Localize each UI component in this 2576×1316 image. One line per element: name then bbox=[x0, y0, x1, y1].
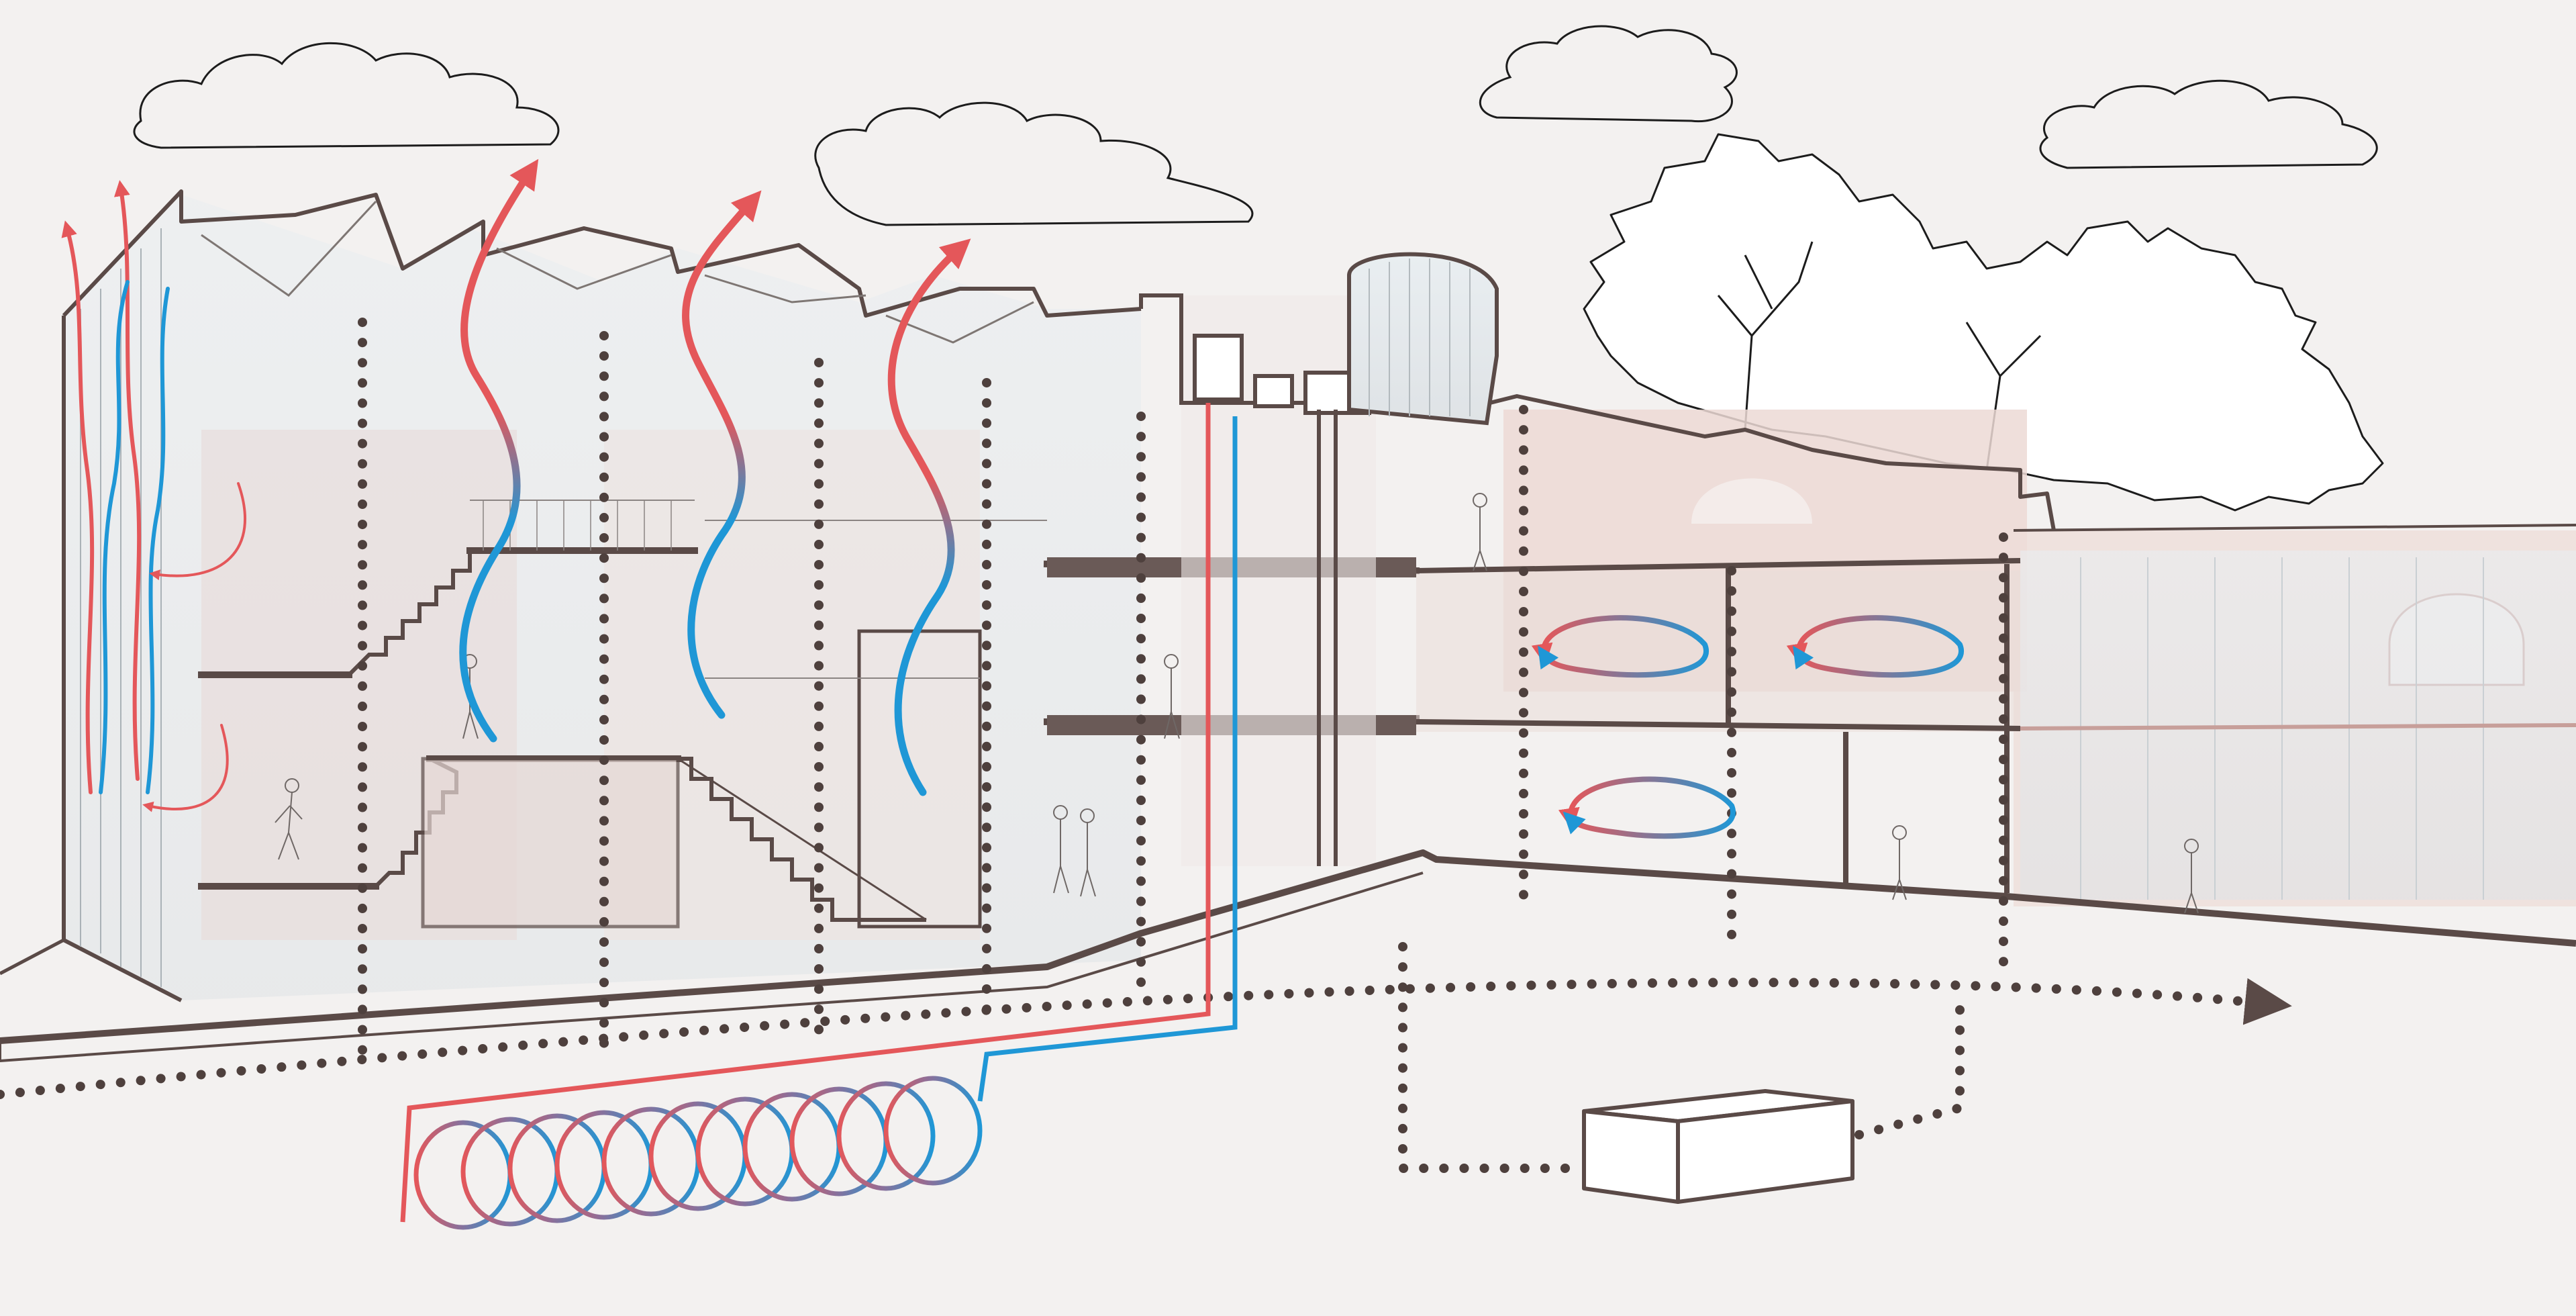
facade-flow-warm bbox=[61, 220, 95, 794]
facade-airflow bbox=[61, 180, 246, 812]
person-figure bbox=[2184, 839, 2199, 914]
geothermal-loop bbox=[400, 403, 1238, 1230]
circulation-loop bbox=[1531, 615, 1710, 678]
dotted-service-lines bbox=[0, 318, 2292, 1173]
circulation-loop bbox=[1786, 615, 1965, 678]
inlet-arrow bbox=[142, 724, 229, 812]
background-wing bbox=[1503, 410, 2576, 906]
clouds bbox=[133, 25, 2378, 226]
person-figure bbox=[1473, 493, 1487, 571]
airflow-wave bbox=[887, 238, 971, 796]
airflow-wave bbox=[459, 158, 539, 743]
cool-pipe bbox=[977, 416, 1238, 1102]
circulation-loop bbox=[1558, 776, 1736, 839]
person-figure bbox=[1080, 808, 1096, 897]
cloud bbox=[133, 42, 560, 149]
horizontal-duct bbox=[0, 978, 2292, 1099]
facade-flow-warm bbox=[113, 180, 142, 781]
stair-main bbox=[678, 757, 926, 922]
facade-flow-cool bbox=[99, 280, 130, 794]
person-figure bbox=[1892, 825, 1907, 900]
warm-pipe bbox=[400, 403, 1211, 1223]
vent-box bbox=[1193, 334, 1244, 402]
ground-slab bbox=[0, 849, 2576, 1044]
sawtooth-roof bbox=[62, 189, 1142, 318]
stack-airflow bbox=[459, 158, 971, 796]
person-figure bbox=[275, 778, 303, 860]
cloud bbox=[2039, 79, 2378, 169]
airflow-wave bbox=[682, 190, 762, 719]
plant-loop bbox=[1398, 942, 1965, 1173]
vent-box bbox=[1253, 374, 1294, 408]
cloud bbox=[1479, 25, 1738, 123]
room-circulation bbox=[1531, 615, 1965, 839]
person-figure bbox=[1164, 654, 1180, 739]
chimney-tower bbox=[1347, 252, 1499, 426]
tree-branches bbox=[1717, 241, 2042, 471]
inlet-arrow bbox=[149, 482, 246, 581]
plant-unit bbox=[1582, 1089, 1854, 1204]
coil bbox=[413, 1076, 983, 1230]
cloud bbox=[814, 101, 1254, 226]
facade-flow-cool bbox=[146, 287, 170, 794]
stair-upper bbox=[347, 551, 472, 677]
people-figures bbox=[275, 493, 2199, 914]
person-figure bbox=[1053, 805, 1069, 894]
